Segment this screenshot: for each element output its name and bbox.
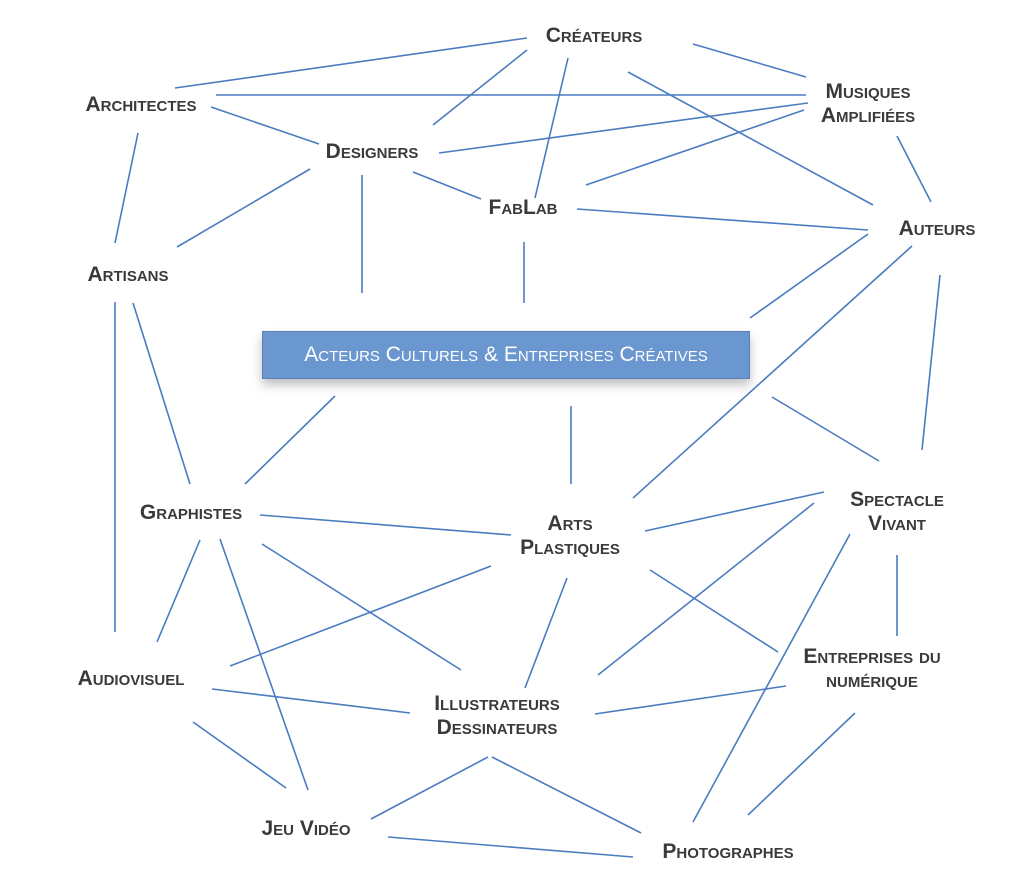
- node-jeu-video-label: Jeu Vidéo: [261, 817, 351, 840]
- node-illustrateurs-dessinateurs: Illustrateurs Dessinateurs: [434, 692, 560, 740]
- node-fablab-label: FabLab: [488, 196, 558, 219]
- connector-line-1: [692, 43, 807, 78]
- connector-line-6: [210, 106, 320, 145]
- connector-line-37: [192, 721, 287, 789]
- connector-line-10: [114, 132, 139, 244]
- node-createurs: Créateurs: [546, 24, 643, 48]
- node-musiques-amplifiees: Musiques Amplifiées: [821, 80, 915, 128]
- node-graphistes: Graphistes: [140, 501, 242, 525]
- connector-line-29: [229, 565, 492, 667]
- node-audiovisuel: Audiovisuel: [78, 667, 185, 691]
- node-arts-line2: Plastiques: [520, 536, 620, 559]
- connector-line-2: [432, 49, 528, 126]
- node-auteurs-label: Auteurs: [898, 217, 976, 240]
- connector-line-23: [921, 274, 941, 451]
- connector-line-22: [632, 245, 913, 499]
- connector-line-25: [644, 491, 825, 532]
- node-photographes-label: Photographes: [662, 840, 794, 863]
- connector-line-8: [585, 109, 805, 186]
- node-musiques-line1: Musiques: [825, 80, 911, 103]
- connector-line-13: [576, 208, 869, 231]
- connector-line-18: [132, 302, 191, 485]
- node-arts-plastiques: Arts Plastiques: [520, 512, 620, 560]
- connector-line-11: [176, 168, 311, 248]
- connector-line-16: [749, 233, 869, 319]
- connector-line-28: [261, 543, 462, 671]
- node-spectacle-line1: Spectacle: [850, 488, 944, 511]
- connector-line-4: [627, 71, 874, 206]
- connector-line-12: [412, 171, 482, 200]
- connector-line-32: [597, 502, 815, 676]
- connector-line-9: [896, 135, 932, 203]
- node-entreprises-line2: numérique: [826, 669, 918, 692]
- connector-line-0: [174, 37, 528, 89]
- node-artisans: Artisans: [87, 263, 168, 287]
- connector-line-41: [387, 836, 634, 858]
- node-audiovisuel-label: Audiovisuel: [77, 667, 185, 690]
- connector-line-33: [692, 533, 851, 823]
- connector-line-30: [524, 577, 568, 689]
- node-arts-line1: Arts: [547, 512, 593, 535]
- node-entreprises-numerique: Entreprises du numérique: [803, 645, 940, 693]
- central-node: Acteurs Culturels & Entreprises Créative…: [262, 331, 750, 379]
- node-architectes: Architectes: [85, 93, 196, 117]
- node-auteurs: Auteurs: [899, 217, 976, 241]
- connector-line-7: [438, 102, 809, 154]
- node-spectacle-line2: Vivant: [868, 512, 926, 535]
- connector-line-31: [649, 569, 779, 653]
- node-graphistes-label: Graphistes: [139, 501, 243, 524]
- connector-line-40: [491, 756, 642, 834]
- node-createurs-label: Créateurs: [545, 24, 643, 47]
- connector-line-19: [244, 395, 336, 485]
- central-node-label: Acteurs Culturels & Entreprises Créative…: [304, 343, 708, 366]
- node-illustrateurs-line2: Dessinateurs: [436, 716, 558, 739]
- node-designers: Designers: [326, 140, 419, 164]
- connector-line-20: [259, 514, 512, 536]
- connector-line-39: [370, 756, 489, 820]
- node-fablab: FabLab: [489, 196, 558, 220]
- node-artisans-label: Artisans: [87, 263, 169, 286]
- node-designers-label: Designers: [325, 140, 419, 163]
- connector-line-27: [219, 538, 309, 791]
- node-spectacle-vivant: Spectacle Vivant: [850, 488, 944, 536]
- connector-line-38: [747, 712, 856, 816]
- connector-line-36: [594, 685, 787, 715]
- connector-line-24: [771, 396, 880, 462]
- node-illustrateurs-line1: Illustrateurs: [434, 692, 560, 715]
- connector-line-35: [211, 688, 411, 714]
- node-musiques-line2: Amplifiées: [820, 104, 916, 127]
- connector-line-26: [156, 539, 201, 643]
- node-entreprises-line1: Entreprises du: [803, 645, 941, 668]
- node-photographes: Photographes: [662, 840, 793, 864]
- node-jeu-video: Jeu Vidéo: [261, 817, 350, 841]
- node-architectes-label: Architectes: [85, 93, 197, 116]
- connector-line-3: [534, 57, 569, 199]
